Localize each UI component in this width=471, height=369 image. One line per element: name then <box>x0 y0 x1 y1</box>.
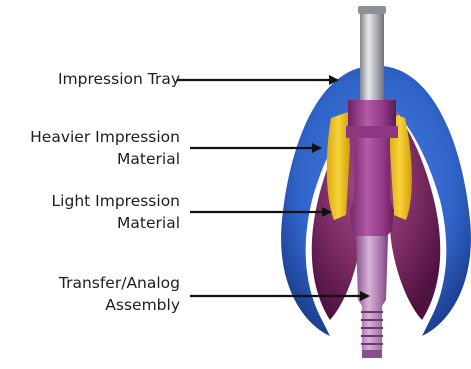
label-light-line1: Light Impression <box>52 190 180 212</box>
label-transfer-analog-assembly: Transfer/Analog Assembly <box>59 272 180 316</box>
transfer-coping <box>348 100 396 240</box>
label-impression-tray: Impression Tray <box>58 68 180 90</box>
label-impression-tray-line1: Impression Tray <box>58 68 180 90</box>
analog-shaft <box>356 236 388 352</box>
label-light-line2: Material <box>52 212 180 234</box>
post-cap <box>358 6 386 14</box>
label-heavier-line2: Material <box>30 148 180 170</box>
label-heavier-line1: Heavier Impression <box>30 126 180 148</box>
label-heavier-impression-material: Heavier Impression Material <box>30 126 180 170</box>
impression-post <box>360 8 384 106</box>
analog-base <box>362 350 382 358</box>
label-transfer-line2: Assembly <box>59 294 180 316</box>
coping-collar <box>346 126 398 138</box>
label-transfer-line1: Transfer/Analog <box>59 272 180 294</box>
label-light-impression-material: Light Impression Material <box>52 190 180 234</box>
